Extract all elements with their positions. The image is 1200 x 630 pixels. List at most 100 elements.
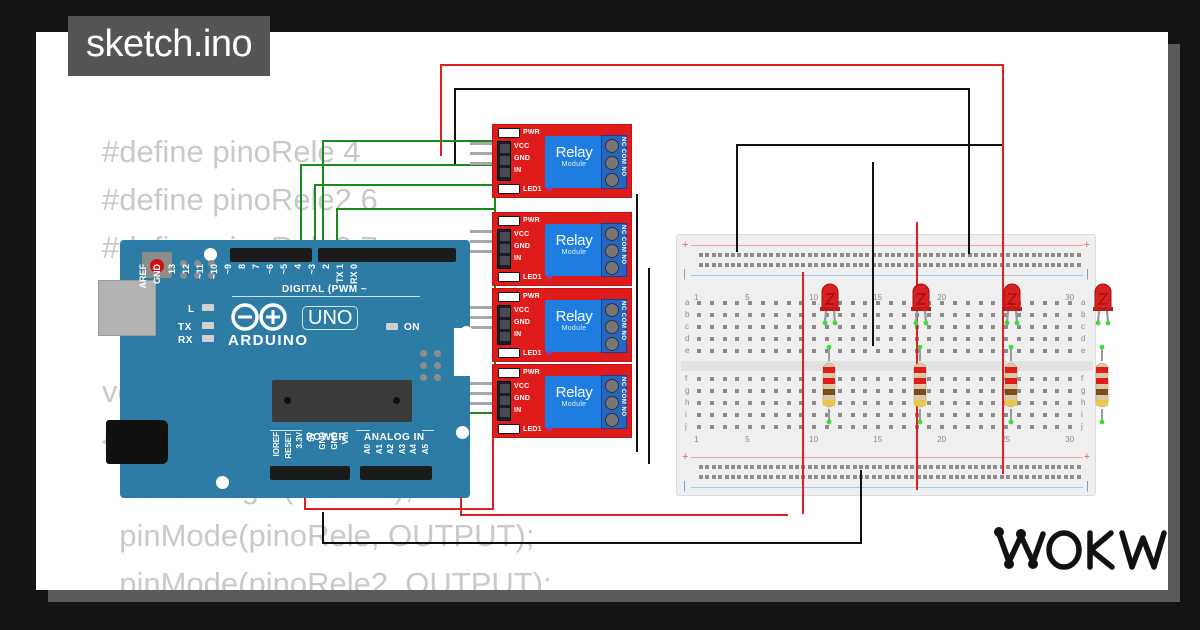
relay-pin-header-1[interactable]: [497, 141, 511, 181]
breadboard-column-number-30: 30: [1065, 293, 1075, 302]
analog-header[interactable]: [360, 466, 432, 480]
rail-hole-top: [884, 263, 889, 267]
breadboard[interactable]: + + | | + + | | 115510101515202025253030…: [676, 234, 1096, 496]
rail-hole-bottom: [743, 465, 748, 469]
resistor-1[interactable]: [821, 344, 837, 430]
tie-point-bottom: [722, 413, 727, 417]
rail-hole-top: [763, 263, 767, 267]
digital-header-left[interactable]: [230, 248, 312, 262]
relay-screw-terminal: [605, 320, 619, 334]
power-pin-label-GND: GND: [329, 432, 339, 450]
tie-point-top: [863, 337, 868, 341]
relay-title-3: Relay: [555, 308, 593, 325]
rail-hole-bottom: [1019, 475, 1023, 479]
led-tx: [202, 322, 214, 329]
tie-point-top: [722, 349, 727, 353]
led-2[interactable]: [905, 280, 937, 331]
relay-pin-header-3[interactable]: [497, 305, 511, 345]
rail-hole-bottom: [923, 465, 927, 469]
relay-lead-4: [470, 230, 494, 233]
led-l: [202, 304, 214, 311]
relay-pin: [500, 232, 510, 241]
relay-terminal-block-4[interactable]: [601, 375, 627, 429]
power-jack: [106, 420, 168, 464]
tie-point-bottom: [697, 377, 701, 381]
digital-pin-label-8: 8: [237, 264, 247, 270]
relay-lead-9: [470, 326, 494, 329]
tie-point-bottom: [1029, 413, 1034, 417]
relay-terminal-block-2[interactable]: [601, 223, 627, 277]
breadboard-row-label-c: c: [1081, 322, 1085, 331]
rail-hole-top: [1025, 263, 1030, 267]
rail-top-plus-left: +: [682, 239, 689, 251]
relay-terminal-block-3[interactable]: [601, 299, 627, 353]
tie-point-bottom: [697, 401, 701, 405]
tie-point-top: [863, 325, 868, 329]
led-3[interactable]: [996, 280, 1028, 331]
tie-point-bottom: [850, 389, 855, 393]
tie-point-top: [748, 349, 753, 353]
resistor-2[interactable]: [912, 344, 928, 430]
rail-hole-top: [999, 263, 1004, 267]
digital-pin-label-2: 2: [321, 264, 331, 270]
relay-pin-header-2[interactable]: [497, 229, 511, 269]
rail-hole-top: [916, 253, 921, 257]
led-4[interactable]: [1087, 280, 1119, 331]
resistor-4[interactable]: [1094, 344, 1110, 430]
wire-red-r1: [916, 222, 918, 490]
tie-point-top: [786, 337, 791, 341]
tie-point-top: [1029, 349, 1034, 353]
digital-pin-label-11: ~11: [195, 264, 205, 279]
tie-point-top: [863, 349, 868, 353]
reset-button[interactable]: [142, 252, 172, 278]
tie-point-bottom: [978, 389, 983, 393]
tie-point-top: [837, 325, 842, 329]
rail-hole-bottom: [871, 475, 876, 479]
mounting-hole-3: [456, 426, 469, 439]
tie-point-top: [991, 313, 996, 317]
tie-point-bottom: [889, 401, 893, 405]
tie-point-top: [812, 349, 817, 353]
power-header[interactable]: [270, 466, 350, 480]
rail-hole-top: [897, 263, 902, 267]
rail-hole-bottom: [1076, 475, 1081, 479]
icsp1-pin-3: [434, 350, 441, 357]
tie-point-top: [953, 349, 957, 353]
tie-point-bottom: [748, 377, 753, 381]
tie-point-bottom: [901, 413, 906, 417]
tie-point-bottom: [837, 425, 842, 429]
rail-hole-bottom: [871, 465, 876, 469]
relay-terminal-block-1[interactable]: [601, 135, 627, 189]
rail-hole-bottom: [795, 465, 799, 469]
rail-hole-top: [987, 263, 991, 267]
rail-hole-top: [699, 263, 703, 267]
rail-hole-bottom: [1051, 465, 1055, 469]
resistor-3[interactable]: [1003, 344, 1019, 430]
tie-point-top: [761, 337, 765, 341]
relay-screw-terminal: [605, 227, 619, 241]
relay-terminal-labels-2: NC COM NO: [620, 225, 626, 265]
power-header-label: POWER: [306, 432, 347, 443]
rail-hole-top: [967, 253, 972, 257]
digital-header-right[interactable]: [318, 248, 456, 262]
tie-point-top: [697, 301, 701, 305]
rail-hole-top: [929, 263, 934, 267]
relay-pwr-label-3: PWR: [523, 293, 540, 300]
tie-point-top: [786, 349, 791, 353]
led-1[interactable]: [814, 280, 846, 331]
relay-pwr-label-2: PWR: [523, 217, 540, 224]
file-tab-sketch-ino[interactable]: sketch.ino: [68, 16, 271, 76]
tie-point-bottom: [735, 389, 740, 393]
relay-lead-3: [470, 162, 494, 165]
relay-pin-header-4[interactable]: [497, 381, 511, 421]
tie-point-top: [850, 349, 855, 353]
atmega-mcu: [272, 380, 412, 422]
tie-point-bottom: [991, 425, 996, 429]
breadboard-column-number-10: 10: [809, 435, 819, 444]
